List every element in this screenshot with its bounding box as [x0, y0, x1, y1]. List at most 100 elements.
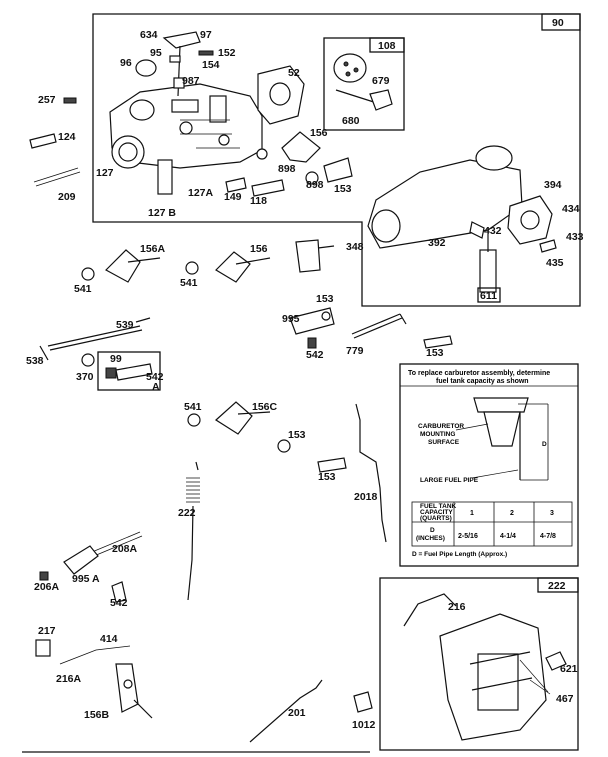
main-group-tag: [541, 13, 581, 31]
bracket-348-drawing: [295, 239, 335, 273]
label-97: 97: [200, 29, 212, 41]
parts-153-drawing: [277, 439, 347, 473]
label-621: 621: [560, 663, 578, 675]
label-435: 435: [546, 257, 564, 269]
link-539-538-drawing: [39, 317, 151, 367]
label-611: 611: [480, 290, 497, 302]
note-outline: [399, 363, 579, 567]
label-153-lower-b: 153: [318, 471, 336, 483]
note-title-line2: fuel tank capacity as shown: [436, 378, 529, 385]
label-538: 538: [26, 355, 44, 367]
label-153-mid: 153: [316, 293, 334, 305]
sub-group-108-number: 108: [378, 40, 396, 52]
screw-99-drawing: [105, 363, 153, 381]
label-201: 201: [288, 707, 306, 719]
lever-156-drawing: [185, 251, 271, 283]
part-611-box: [477, 287, 501, 303]
note-mount-line2: MOUNTING: [420, 431, 455, 438]
label-542-mid: 542: [306, 349, 324, 361]
label-541-a: 541: [74, 283, 92, 295]
fuel-tank-drawing: [455, 397, 549, 481]
label-898-upper: 898: [278, 163, 296, 175]
label-542A: 542: [146, 371, 164, 383]
label-434: 434: [562, 203, 580, 215]
parts-217-414-drawing: [35, 639, 153, 719]
rod-2018-drawing: [355, 403, 387, 543]
label-208A: 208A: [112, 543, 138, 555]
label-995: 995: [282, 313, 300, 325]
label-153-right: 153: [426, 347, 444, 359]
label-542A-suffix: A: [152, 381, 160, 393]
lower-group-tag: [537, 577, 579, 593]
capacity-table: [411, 501, 573, 547]
lever-156A-drawing: [81, 249, 161, 283]
label-153-lower-a: 153: [288, 429, 306, 441]
label-216A: 216A: [56, 673, 82, 685]
label-156C: 156C: [252, 401, 278, 413]
label-156-mid: 156: [250, 243, 268, 255]
label-217: 217: [38, 625, 56, 637]
label-1012: 1012: [352, 719, 376, 731]
rod-208A-drawing: [91, 531, 143, 557]
note-footnote: D = Fuel Pipe Length (Approx.): [412, 551, 507, 558]
table-row-label-1: D: [430, 527, 435, 534]
link-779-drawing: [351, 313, 407, 339]
label-154: 154: [202, 59, 220, 71]
table-col-2: 2: [510, 510, 514, 517]
part-labels: 634 97 152 154 95 96 987 52 679 680 257 …: [26, 29, 584, 731]
label-156: 156: [310, 127, 328, 139]
table-row-label-2: (INCHES): [416, 535, 445, 542]
label-206A: 206A: [34, 581, 60, 593]
label-348: 348: [346, 241, 364, 253]
screws-left-drawing: [29, 97, 285, 197]
note-mount-line3: SURFACE: [428, 439, 460, 446]
label-542-lower: 542: [110, 597, 128, 609]
label-257: 257: [38, 94, 56, 106]
rod-201-drawing: [249, 679, 323, 743]
label-779: 779: [346, 345, 364, 357]
label-634: 634: [140, 29, 158, 41]
label-541-b: 541: [180, 277, 198, 289]
label-222: 222: [178, 507, 196, 519]
label-96: 96: [120, 57, 132, 69]
clip-1012-drawing: [353, 691, 373, 713]
spring-rod-222-drawing: [186, 461, 200, 601]
label-209: 209: [58, 191, 76, 203]
label-156A: 156A: [140, 243, 166, 255]
label-127A: 127A: [188, 187, 214, 199]
label-432: 432: [484, 225, 502, 237]
label-392: 392: [428, 237, 446, 249]
choke-assembly-drawing: [135, 31, 214, 97]
note-title-line1: To replace carburetor assembly, determin…: [408, 370, 550, 377]
label-541-c: 541: [184, 401, 202, 413]
label-679: 679: [372, 75, 390, 87]
label-370: 370: [76, 371, 94, 383]
label-539: 539: [116, 319, 134, 331]
label-152: 152: [218, 47, 236, 59]
main-group-number: 90: [552, 17, 564, 29]
table-value-3: 4-7/8: [540, 533, 556, 540]
label-987: 987: [182, 75, 200, 87]
table-col-3: 3: [550, 510, 554, 517]
lower-group-outline: [379, 577, 579, 751]
note-dim-label: D: [542, 441, 547, 448]
label-118: 118: [250, 195, 267, 207]
table-header-label-3: (QUARTS): [420, 515, 452, 522]
note-mount-line1: CARBURETOR: [418, 423, 464, 430]
label-898-lower: 898: [306, 179, 324, 191]
label-394: 394: [544, 179, 562, 191]
label-127B: 127 B: [148, 207, 176, 219]
label-153-main: 153: [334, 183, 352, 195]
table-col-1: 1: [470, 510, 474, 517]
label-127: 127: [96, 167, 114, 179]
sub-group-108-outline: [323, 37, 405, 131]
table-value-2: 4-1/4: [500, 533, 516, 540]
control-plate-drawing: [403, 593, 567, 741]
lever-995-drawing: [289, 307, 335, 349]
screw-153-drawing: [423, 335, 453, 349]
note-fuel-pipe: LARGE FUEL PIPE: [420, 477, 479, 484]
gasket-52-drawing: [257, 65, 305, 125]
table-value-1: 2-5/16: [458, 533, 478, 540]
label-99: 99: [110, 353, 122, 365]
